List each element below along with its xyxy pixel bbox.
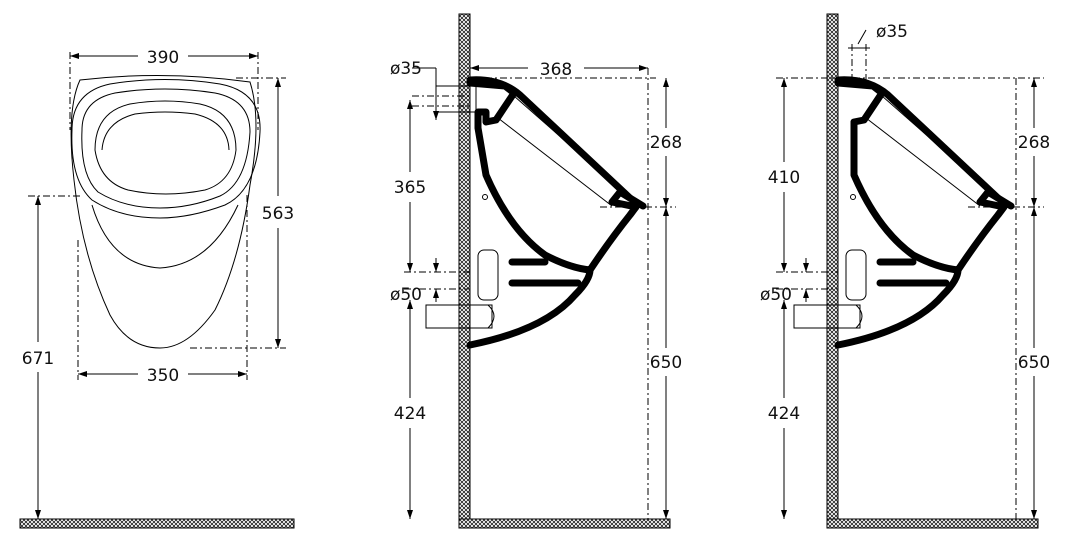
urinal-side-a-rim-back [466, 76, 634, 202]
dim-b-outlet-height: 424 [768, 404, 800, 424]
urinal-front-rim-inner [81, 88, 251, 209]
urinal-front-rim-outer [71, 79, 261, 219]
dim-width-top: 390 [147, 48, 179, 68]
outlet-fitting-b [845, 249, 867, 301]
urinal-side-b-trap [876, 258, 950, 287]
dim-a-inlet-diameter: ø35 [390, 59, 422, 79]
dim-a-outlet-diameter: ø50 [390, 285, 422, 305]
floor-a [458, 518, 671, 529]
urinal-front-body [70, 74, 257, 349]
dim-b-inlet-to-outlet: 410 [768, 168, 800, 188]
urinal-front-lower-curve [91, 204, 239, 269]
urinal-front-bowl [94, 100, 237, 195]
dim-b-outlet-diameter: ø50 [760, 285, 792, 305]
dim-a-inlet-height: 268 [650, 133, 682, 153]
dim-b-rim-height: 650 [1018, 353, 1050, 373]
front-view: 390 350 563 671 [19, 48, 295, 529]
dim-b-inlet-diameter: ø35 [876, 22, 908, 42]
wall-a [458, 13, 471, 520]
urinal-side-b-bottom [834, 266, 962, 349]
side-view-b: ø35 268 650 410 ø50 424 [760, 13, 1050, 529]
urinal-front-bowl-inner [101, 111, 230, 151]
dim-height-total: 563 [262, 204, 294, 224]
dim-b-inlet-height: 268 [1018, 133, 1050, 153]
dim-a-rim-height: 650 [650, 353, 682, 373]
dim-a-depth: 368 [540, 60, 572, 80]
outlet-pipe-a [425, 304, 493, 329]
dim-a-outlet-height: 424 [394, 404, 426, 424]
floor [19, 518, 295, 529]
dim-a-inlet-to-outlet: 365 [394, 178, 426, 198]
outlet-pipe-b [793, 304, 861, 329]
dim-width-bottom: 350 [147, 366, 179, 386]
wall-b [826, 13, 839, 520]
urinal-side-a-bottom [466, 266, 594, 349]
floor-b [826, 518, 1039, 529]
urinal-side-a-shell [466, 79, 647, 274]
urinal-side-a-trap [508, 258, 582, 287]
side-view-a: 368 ø35 268 365 ø50 424 650 [390, 13, 682, 529]
dim-height-rim: 671 [22, 349, 54, 369]
urinal-side-b-shell [834, 79, 1015, 274]
outlet-fitting-a [477, 249, 499, 301]
urinal-side-b-rim-back [834, 76, 1002, 202]
